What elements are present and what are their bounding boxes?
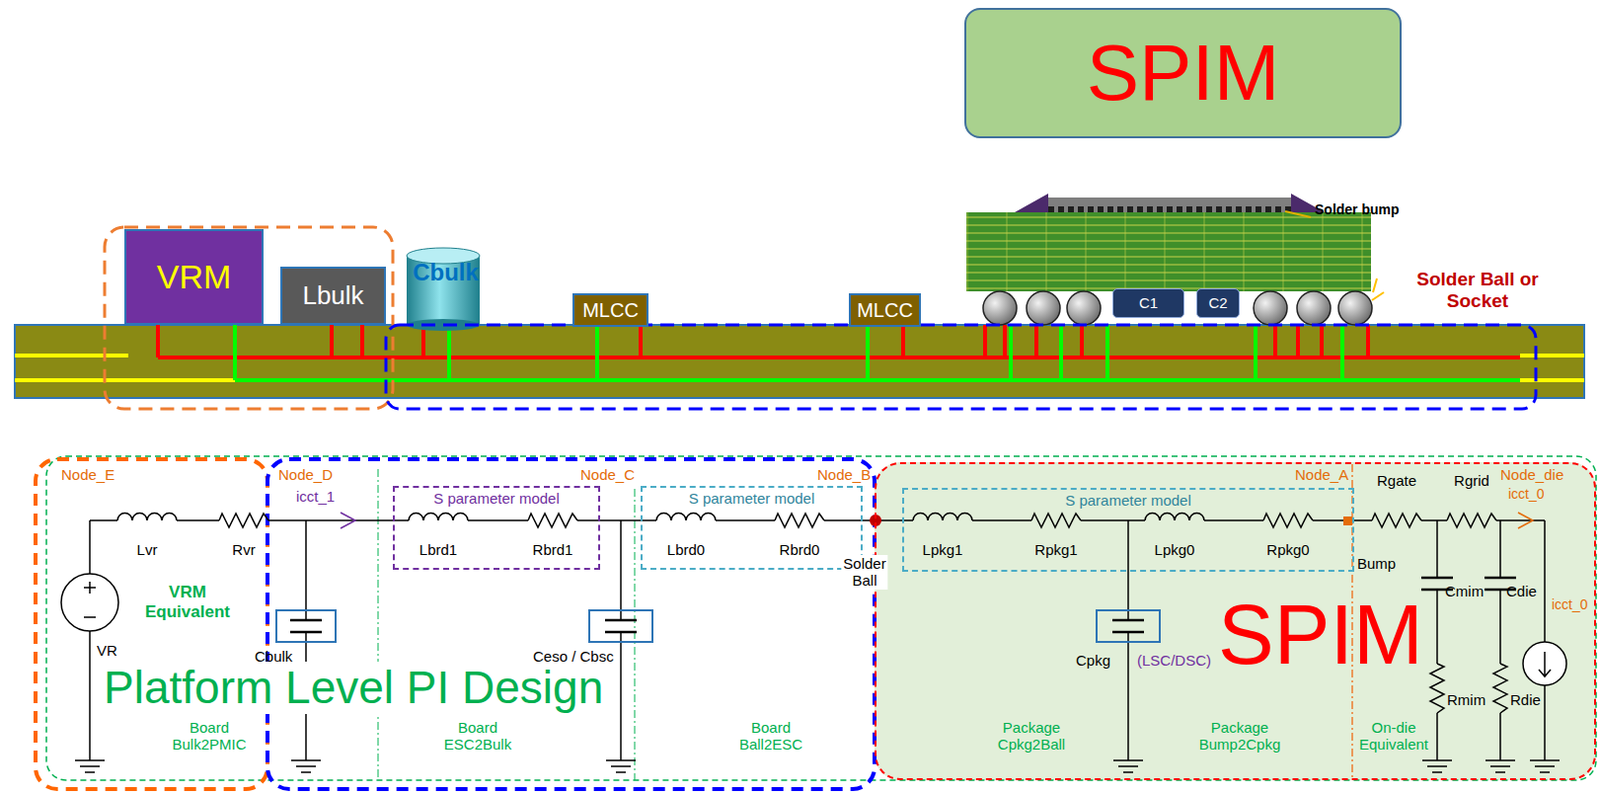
node-text: C1 — [1139, 295, 1158, 312]
component-label: Lbrd1 — [419, 540, 458, 558]
callout-label: Bump — [1357, 554, 1396, 572]
capacitor-block: C1 — [1112, 288, 1185, 318]
mlcc-block: MLCC — [848, 293, 921, 327]
title-box: SPIM — [964, 7, 1402, 139]
component-label: Cpkg — [1075, 651, 1111, 669]
model-box: S parameter model — [902, 487, 1355, 572]
component-label: Rvr — [231, 540, 255, 558]
node-text: C2 — [1208, 295, 1227, 312]
node-name: Node_E — [61, 465, 115, 483]
node-text: S parameter model — [688, 490, 816, 508]
node-text: MLCC — [856, 299, 914, 321]
callout-label: Solder Ball — [840, 554, 888, 590]
node-name: Node_A — [1295, 465, 1349, 483]
component-label: Lpkg1 — [922, 540, 964, 558]
component-label: Rgrid — [1453, 471, 1490, 489]
block-label: VRM Equivalent — [145, 582, 230, 621]
section-label: Board Ball2ESC — [739, 718, 803, 754]
node-text: Lbulk — [302, 281, 364, 310]
node-text: SPIM — [1218, 592, 1424, 677]
node-text: Cbulk — [412, 259, 479, 286]
component-label: Rdie — [1510, 690, 1541, 708]
section-label: Board Bulk2PMIC — [171, 718, 246, 754]
node-text: S parameter model — [433, 490, 560, 508]
node-text: VRM — [156, 258, 232, 296]
node-name: Node_D — [278, 465, 333, 483]
section-label: Board ESC2Bulk — [444, 718, 512, 754]
node-name: Node_B — [817, 465, 871, 483]
diagram-heading: Platform Level PI Design — [101, 661, 606, 714]
component-label: Rpkg1 — [1034, 540, 1077, 558]
mlcc-block: MLCC — [572, 293, 649, 327]
callout-label: Solder bump — [1314, 201, 1400, 218]
node-text: SPIM — [1086, 29, 1281, 117]
node-name: Node_die — [1500, 465, 1564, 483]
component-label: Rmim — [1447, 690, 1486, 708]
component-label: Lvr — [137, 540, 158, 558]
section-label: Package Bump2Cpkg — [1199, 718, 1282, 754]
component-label: Rbrd1 — [533, 540, 574, 558]
signal-name: icct_1 — [296, 487, 335, 505]
component-label: Lbrd0 — [667, 540, 705, 558]
signal-name: icct_0 — [1551, 596, 1589, 612]
component-label: Rgate — [1376, 471, 1417, 489]
component-label: Cdie — [1506, 582, 1537, 600]
node-text: S parameter model — [1065, 492, 1192, 510]
section-label: Package Cpkg2Ball — [997, 718, 1066, 754]
component-label: Lpkg0 — [1154, 540, 1196, 558]
section-label: On-die Equivalent — [1359, 718, 1429, 754]
component-label: Rbrd0 — [779, 540, 821, 558]
signal-name: icct_0 — [1508, 485, 1545, 502]
component-label: Rpkg0 — [1266, 540, 1309, 558]
inductor-block: Lbulk — [280, 266, 386, 325]
capacitor-cylinder: Cbulk — [406, 247, 485, 325]
node-text: MLCC — [582, 299, 639, 321]
capacitor-block: C2 — [1196, 288, 1240, 318]
component-label: VR — [96, 641, 118, 659]
component-label: Cmim — [1445, 582, 1484, 600]
callout-label: Solder Ball or Socket — [1403, 268, 1552, 312]
vrm-block: VRM — [124, 228, 264, 325]
component-label: (LSC/DSC) — [1137, 651, 1212, 669]
node-name: Node_C — [580, 465, 635, 483]
